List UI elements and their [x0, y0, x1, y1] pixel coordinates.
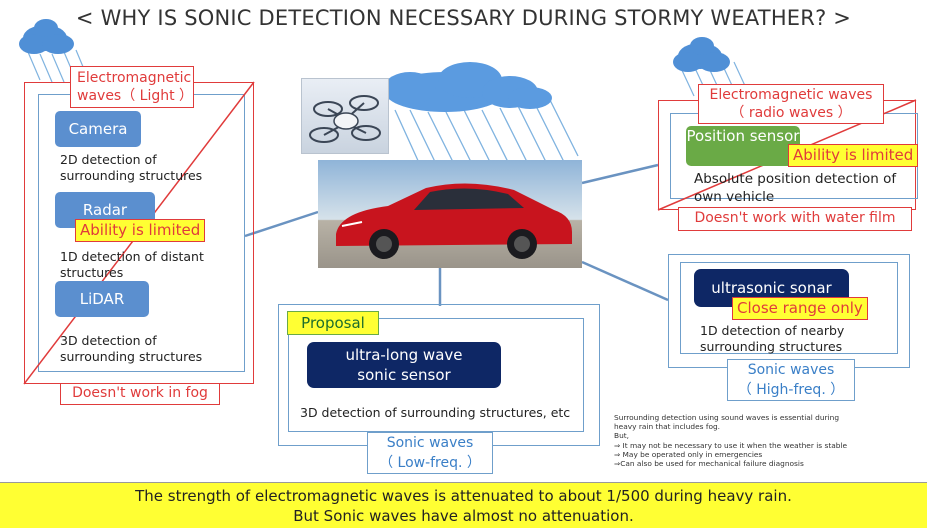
ultrasonic-sonar-desc: 1D detection of nearby surrounding struc… [700, 323, 845, 354]
camera-desc: 2D detection of surrounding structures [60, 152, 203, 183]
drone-image [301, 78, 389, 154]
cloud-icon-right [673, 37, 730, 72]
banner-line1: The strength of electromagnetic waves is… [135, 487, 792, 505]
right-bottom-footer-line2: （ High-freq. ） [737, 382, 845, 398]
left-panel-header: Electromagnetic waves（ Light ） [70, 66, 194, 108]
note-line: ⇒Can also be used for mechanical failure… [614, 459, 804, 469]
note-line: heavy rain that includes fog. [614, 422, 721, 432]
banner-line2: But Sonic waves have almost no attenuati… [293, 507, 634, 525]
right-top-footer: Doesn't work with water film [678, 207, 912, 231]
note-line: ⇒ It may not be necessary to use it when… [614, 440, 848, 450]
car-image [318, 160, 582, 268]
sensor-line1: ultra-long wave [345, 346, 463, 364]
connector-right-bottom [581, 260, 669, 302]
note-line: ⇒ May be operated only in emergencies [614, 449, 763, 459]
center-footer: Sonic waves （ Low-freq. ） [367, 432, 493, 474]
ultra-long-wave-sensor-label: ultra-long wave sonic sensor [307, 342, 501, 388]
drone-icon [309, 95, 381, 143]
note-line: But, [614, 431, 630, 441]
right-bottom-panel-inner [680, 262, 898, 354]
position-sensor-label: Position sensor [686, 126, 800, 166]
car-icon [336, 183, 572, 259]
right-bottom-footer: Sonic waves （ High-freq. ） [727, 359, 855, 401]
camera-label: Camera [55, 111, 141, 147]
cloud-icon-center [384, 62, 552, 112]
position-sensor-desc: Absolute position detection of own vehic… [694, 171, 897, 205]
left-panel-footer: Doesn't work in fog [60, 383, 220, 405]
proposal-tag: Proposal [287, 311, 379, 335]
right-top-header: Electromagnetic waves （ radio waves ） [698, 84, 884, 124]
radar-desc: 1D detection of distant structures [60, 249, 204, 280]
right-bottom-footer-line1: Sonic waves [747, 362, 835, 378]
note-line: Surrounding detection using sound waves … [614, 413, 840, 422]
center-footer-line1: Sonic waves [386, 435, 474, 451]
connector-left [244, 210, 319, 238]
lidar-desc: 3D detection of surrounding structures [60, 333, 203, 364]
right-top-header-line1: Electromagnetic waves [709, 87, 873, 103]
right-top-header-line2: （ radio waves ） [730, 105, 852, 121]
bottom-banner: The strength of electromagnetic waves is… [0, 482, 927, 528]
notes-block: Surrounding detection using sound waves … [614, 413, 904, 468]
connector-right-top [581, 163, 659, 185]
right-top-warning-badge: Ability is limited [788, 144, 919, 167]
left-warning-badge: Ability is limited [75, 219, 206, 242]
center-footer-line2: （ Low-freq. ） [379, 455, 481, 471]
page-title: < WHY IS SONIC DETECTION NECESSARY DURIN… [75, 6, 852, 30]
center-panel-inner [288, 318, 584, 432]
cloud-icon-left [19, 19, 74, 54]
sensor-line2: sonic sensor [357, 366, 451, 384]
lidar-label: LiDAR [55, 281, 149, 317]
right-bottom-warning-badge: Close range only [732, 297, 868, 320]
center-desc: 3D detection of surrounding structures, … [300, 405, 571, 420]
